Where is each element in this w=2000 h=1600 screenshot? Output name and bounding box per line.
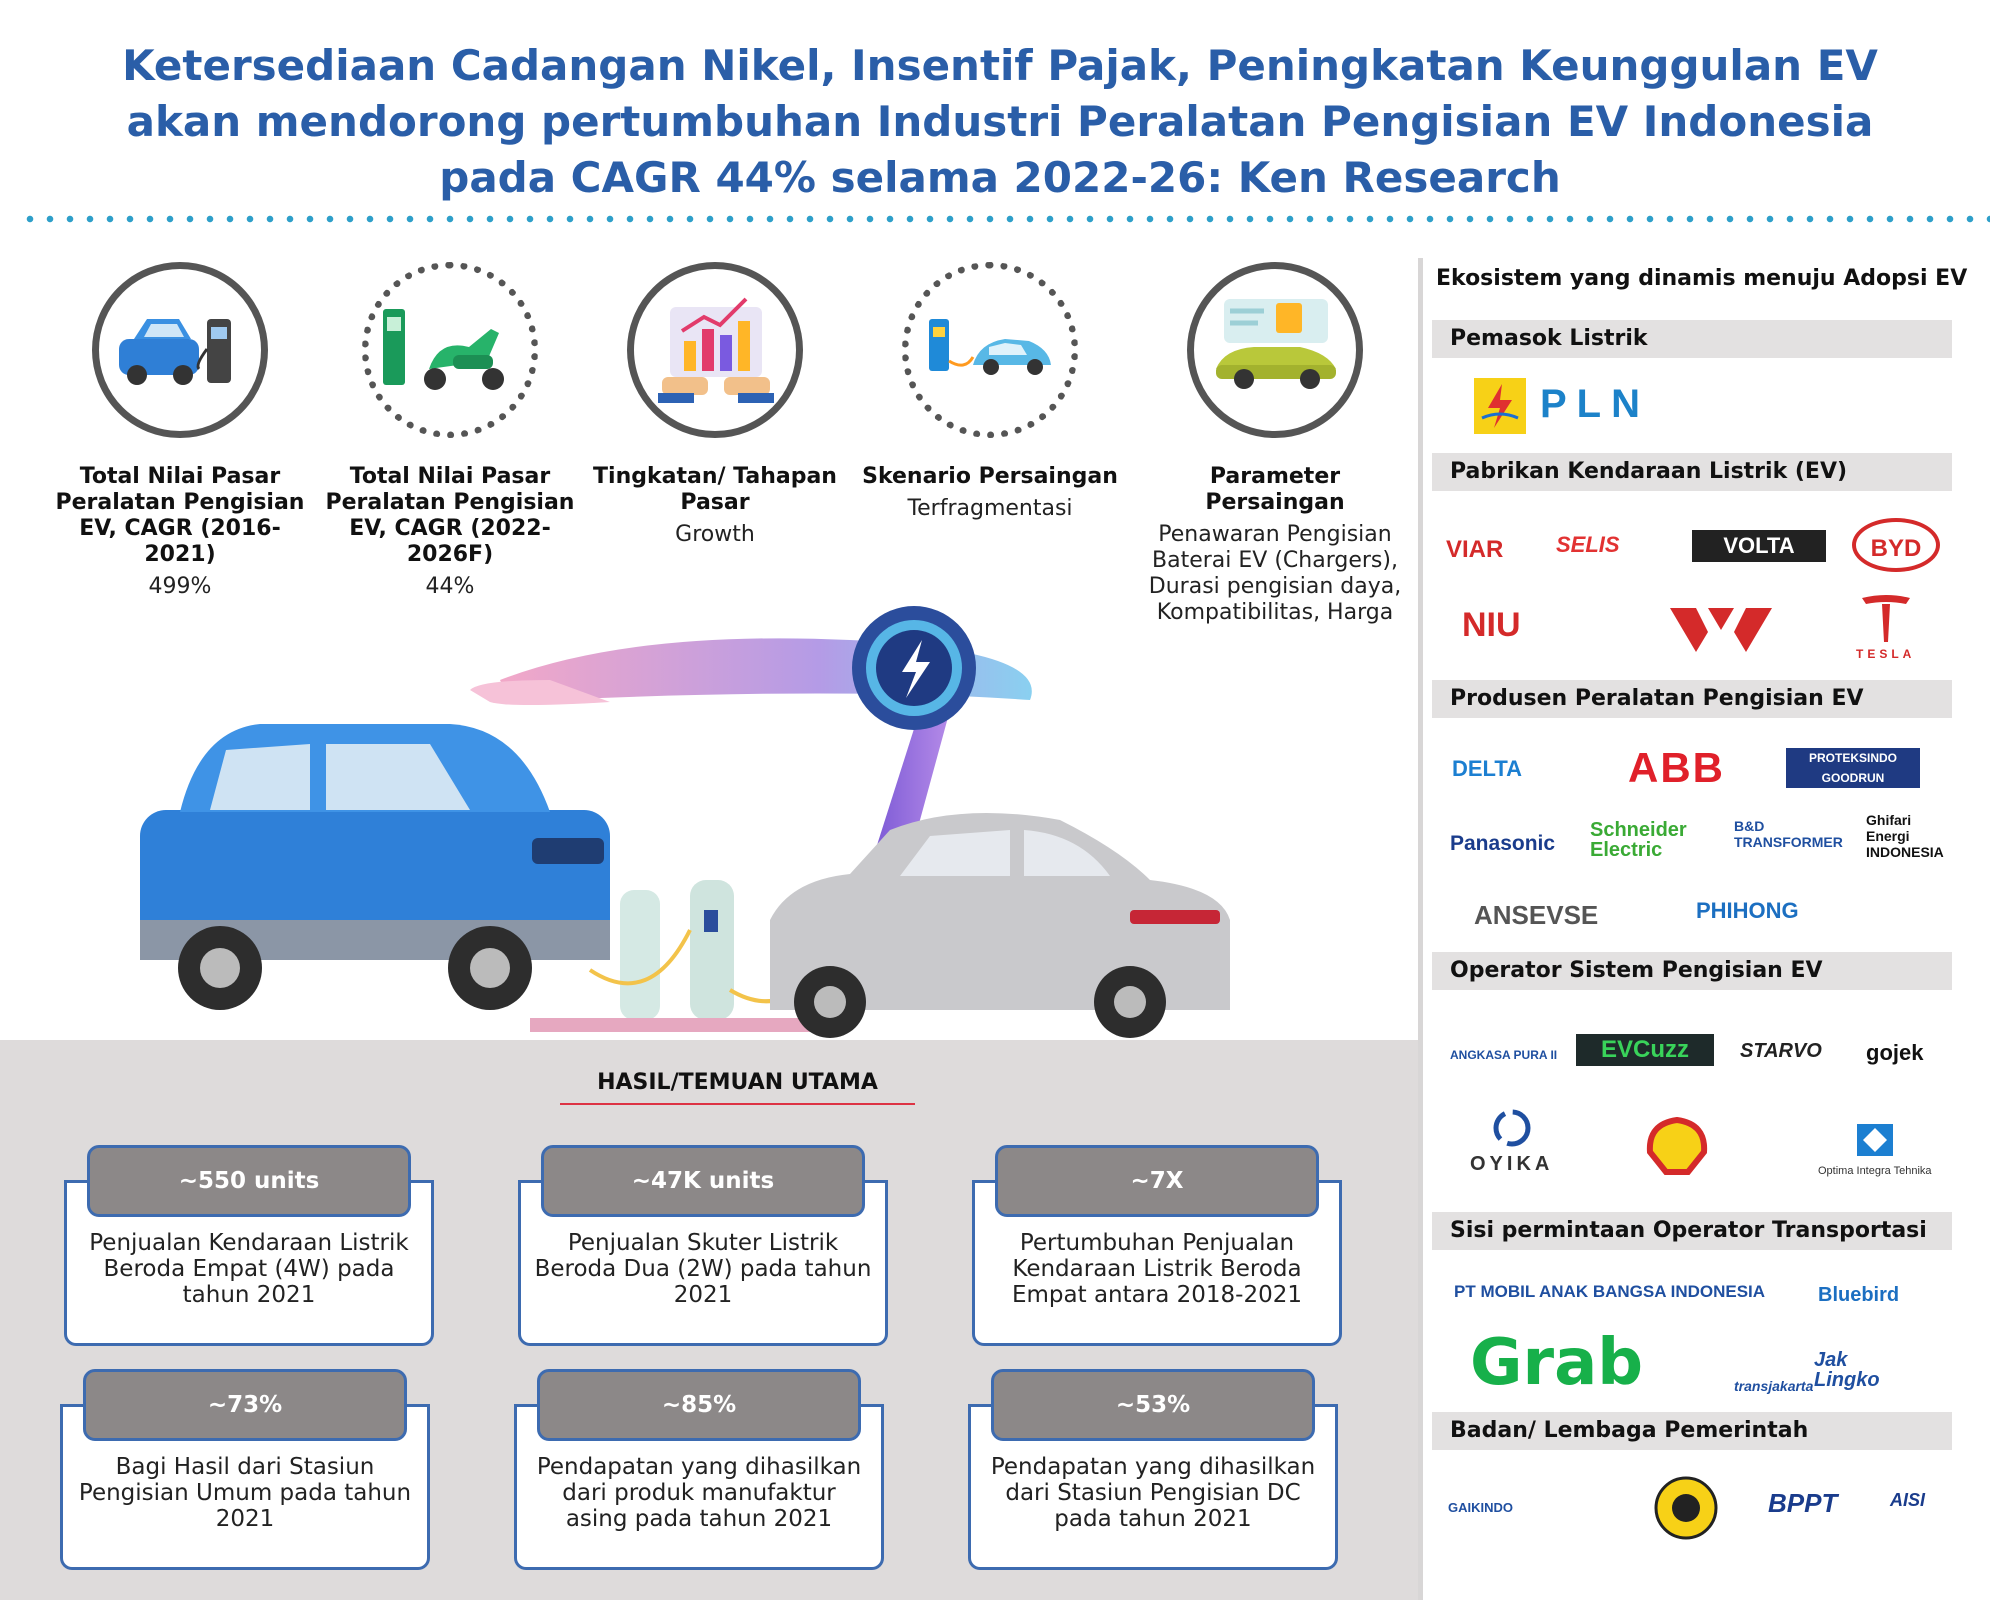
ansevse-logo: ANSEVSE xyxy=(1474,900,1599,930)
section-ev-manufacturers: Pabrikan Kendaraan Listrik (EV) xyxy=(1432,453,1952,491)
stat-competition-scenario: Skenario Persaingan Terfragmentasi xyxy=(860,262,1120,522)
phihong-logo: PHIHONG xyxy=(1696,898,1799,923)
ghifari-logo: Ghifari Energi INDONESIA xyxy=(1866,812,1944,860)
stat-value: Terfragmentasi xyxy=(907,496,1073,521)
bluebird-logo: Bluebird xyxy=(1818,1284,1900,1306)
grab-logo: Grab xyxy=(1470,1326,1644,1400)
gojek-logo: gojek xyxy=(1866,1040,1924,1065)
charging-station-icon xyxy=(1187,262,1363,438)
growth-chart-icon xyxy=(627,262,803,438)
tesla-wordmark: TESLA xyxy=(1856,647,1916,661)
finding-text: Pendapatan yang dihasilkan dari Stasiun … xyxy=(990,1454,1316,1532)
title-line-2: akan mendorong pertumbuhan Industri Pera… xyxy=(126,97,1874,146)
bd-transformer-logo: B&D TRANSFORMER xyxy=(1734,818,1843,850)
proteksindo-logo: PROTEKSINDO GOODRUN xyxy=(1786,748,1920,788)
blue-suv-illustration xyxy=(140,724,610,1010)
finding-value: ~550 units xyxy=(87,1145,411,1217)
shell-logo xyxy=(1644,1116,1710,1181)
finding-text: Bagi Hasil dari Stasiun Pengisian Umum p… xyxy=(78,1454,412,1532)
section-government: Badan/ Lembaga Pemerintah xyxy=(1432,1412,1952,1450)
findings-title: HASIL/TEMUAN UTAMA xyxy=(597,1070,878,1095)
stat-market-value-2016: Total Nilai Pasar Peralatan Pengisian EV… xyxy=(50,262,310,600)
finding-text: Penjualan Kendaraan Listrik Beroda Empat… xyxy=(89,1230,409,1308)
bppt-logo: BPPT xyxy=(1768,1488,1838,1518)
gaikindo-logo: GAIKINDO xyxy=(1448,1500,1513,1515)
stat-value: Growth xyxy=(675,522,755,547)
transjakarta-logo: transjakarta xyxy=(1734,1378,1814,1394)
finding-text: Pendapatan yang dihasilkan dari produk m… xyxy=(536,1454,862,1532)
stat-label: Tingkatan/ Tahapan Pasar xyxy=(593,464,837,515)
car-charger-icon xyxy=(92,262,268,438)
mab-logo: PT MOBIL ANAK BANGSA INDONESIA xyxy=(1454,1282,1766,1301)
jaklingko-logo: Jak Lingko xyxy=(1814,1349,1880,1391)
starvo-logo: STARVO xyxy=(1740,1040,1822,1062)
finding-value: ~85% xyxy=(537,1369,861,1441)
stat-value: 44% xyxy=(425,574,475,599)
wuling-logo xyxy=(1666,602,1776,663)
optima-logo: Optima Integra Tehnika xyxy=(1818,1120,1932,1177)
angkasa-pura-logo: ANGKASA PURA II xyxy=(1450,1048,1558,1062)
scooter-charger-icon xyxy=(362,262,538,438)
evcuzz-logo: EVCuzz xyxy=(1576,1034,1714,1066)
finding-text: Pertumbuhan Penjualan Kendaraan Listrik … xyxy=(1012,1230,1302,1308)
oyika-logo: OYIKA xyxy=(1470,1108,1553,1176)
stat-value: Penawaran Pengisian Baterai EV (Chargers… xyxy=(1148,522,1402,625)
title-line-3: pada CAGR 44% selama 2022-26: Ken Resear… xyxy=(439,153,1561,202)
stat-label: Parameter Persaingan xyxy=(1205,464,1345,515)
pln-logo xyxy=(1474,378,1526,439)
stat-label: Total Nilai Pasar Peralatan Pengisian EV… xyxy=(325,464,575,567)
title-line-1: Ketersediaan Cadangan Nikel, Insentif Pa… xyxy=(122,41,1878,90)
panasonic-logo: Panasonic xyxy=(1450,832,1556,855)
page-title: Ketersediaan Cadangan Nikel, Insentif Pa… xyxy=(0,38,2000,206)
dotted-divider xyxy=(20,214,1990,224)
section-charging-equipment: Produsen Peralatan Pengisian EV xyxy=(1432,680,1952,718)
stat-label: Skenario Persaingan xyxy=(862,464,1118,489)
pln-wordmark: PLN xyxy=(1540,382,1650,426)
selis-logo: SELIS xyxy=(1556,532,1620,557)
aisi-logo: AISI xyxy=(1890,1490,1926,1510)
niu-logo: NIU xyxy=(1462,606,1521,644)
viar-logo: VIAR xyxy=(1446,536,1504,563)
section-power-supplier: Pemasok Listrik xyxy=(1432,320,1952,358)
stat-value: 499% xyxy=(148,574,212,599)
section-charging-operators: Operator Sistem Pengisian EV xyxy=(1432,952,1952,990)
volta-logo: VOLTA xyxy=(1692,530,1826,562)
finding-value: ~47K units xyxy=(541,1145,865,1217)
optima-wordmark: Optima Integra Tehnika xyxy=(1818,1165,1932,1177)
charging-station-illustration xyxy=(140,606,1230,1038)
stat-competition-parameter: Parameter Persaingan Penawaran Pengisian… xyxy=(1145,262,1405,626)
delta-logo: DELTA xyxy=(1452,756,1523,781)
finding-text: Penjualan Skuter Listrik Beroda Dua (2W)… xyxy=(534,1230,872,1308)
abb-logo: ABB xyxy=(1628,744,1725,791)
schneider-logo: Schneider Electric xyxy=(1590,819,1687,861)
finding-value: ~7X xyxy=(995,1145,1319,1217)
tesla-logo: TESLA xyxy=(1856,592,1915,661)
stat-market-value-2022: Total Nilai Pasar Peralatan Pengisian EV… xyxy=(320,262,580,600)
sidebar-divider xyxy=(1418,258,1423,1600)
sidebar-title: Ekosistem yang dinamis menuju Adopsi EV xyxy=(1436,266,1968,291)
oyika-wordmark: OYIKA xyxy=(1470,1153,1554,1175)
byd-logo: BYD xyxy=(1852,518,1940,572)
finding-value: ~53% xyxy=(991,1369,1315,1441)
section-transport-operators: Sisi permintaan Operator Transportasi xyxy=(1432,1212,1952,1250)
findings-underline xyxy=(560,1103,915,1105)
stat-label: Total Nilai Pasar Peralatan Pengisian EV… xyxy=(55,464,305,567)
stat-market-stage: Tingkatan/ Tahapan Pasar Growth xyxy=(585,262,845,548)
silver-sedan-illustration xyxy=(770,812,1230,1038)
finding-value: ~73% xyxy=(83,1369,407,1441)
esdm-logo xyxy=(1652,1476,1720,1545)
ev-plug-icon xyxy=(902,262,1078,438)
